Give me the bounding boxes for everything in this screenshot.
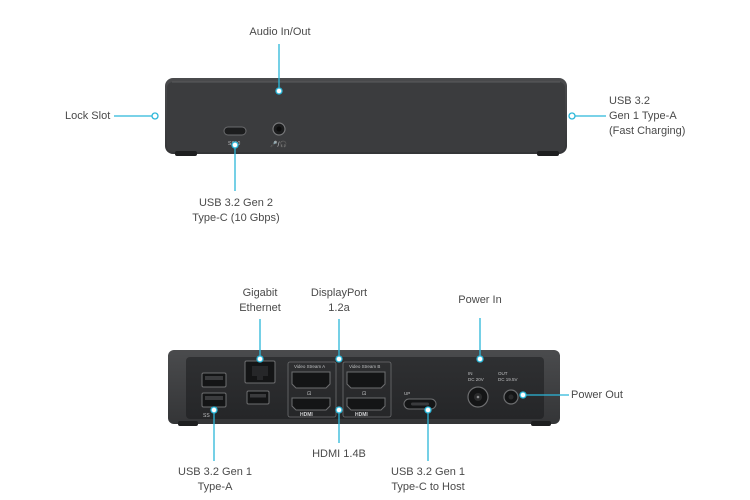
label-power-in: Power In xyxy=(458,294,502,306)
hdmi-marking-a: HDMI xyxy=(300,412,313,418)
rear-video-stream-b: Video Stream B ⊡ HDMI xyxy=(342,361,392,418)
svg-text:⊡: ⊡ xyxy=(307,391,311,397)
rear-leaders xyxy=(210,318,569,461)
video-stream-a-marking: Video Stream A xyxy=(294,364,325,369)
video-stream-b-marking: Video Stream B xyxy=(349,364,380,369)
label-usb-a-fast-charging: USB 3.2 Gen 1 Type-A (Fast Charging) xyxy=(609,95,686,137)
rear-dc-out-port: OUT DC 19.5V xyxy=(498,371,519,405)
label-usb-c-10gbps: USB 3.2 Gen 2 Type-C (10 Gbps) xyxy=(192,197,280,224)
label-usb-a-gen1: USB 3.2 Gen 1 Type-A xyxy=(178,466,252,493)
front-device xyxy=(165,78,567,156)
front-leaders xyxy=(114,44,606,191)
label-audio-in-out: Audio In/Out xyxy=(249,26,311,38)
dc-in-marking: IN xyxy=(468,371,473,376)
dc-out-voltage: DC 19.5V xyxy=(498,377,518,382)
label-lock-slot: Lock Slot xyxy=(65,110,111,122)
rear-usb-a-ports: SS xyxy=(201,372,227,419)
label-usb-c-host: USB 3.2 Gen 1 Type-C to Host xyxy=(391,466,465,493)
rear-ethernet-port xyxy=(244,360,276,384)
rear-video-stream-a: Video Stream A ⊡ HDMI xyxy=(287,361,337,418)
label-gigabit-ethernet: Gigabit Ethernet xyxy=(239,287,281,314)
hdmi-marking-b: HDMI xyxy=(355,412,368,418)
dc-in-voltage: DC 20V xyxy=(468,377,484,382)
dc-out-marking: OUT xyxy=(498,371,508,376)
label-hdmi: HDMI 1.4B xyxy=(312,448,366,460)
rear-dc-in-port: IN DC 20V xyxy=(467,371,489,408)
front-audio-jack: 🎤/🎧 xyxy=(270,122,287,148)
usb-ss-marking: SS xyxy=(203,413,210,419)
upstream-marking: UP xyxy=(404,391,410,396)
label-power-out: Power Out xyxy=(571,389,623,401)
mic-headphone-icon: 🎤/🎧 xyxy=(270,140,287,148)
rear-usb-a-port-middle xyxy=(246,390,270,405)
svg-text:⊡: ⊡ xyxy=(362,391,366,397)
label-displayport: DisplayPort 1.2a xyxy=(310,287,368,314)
